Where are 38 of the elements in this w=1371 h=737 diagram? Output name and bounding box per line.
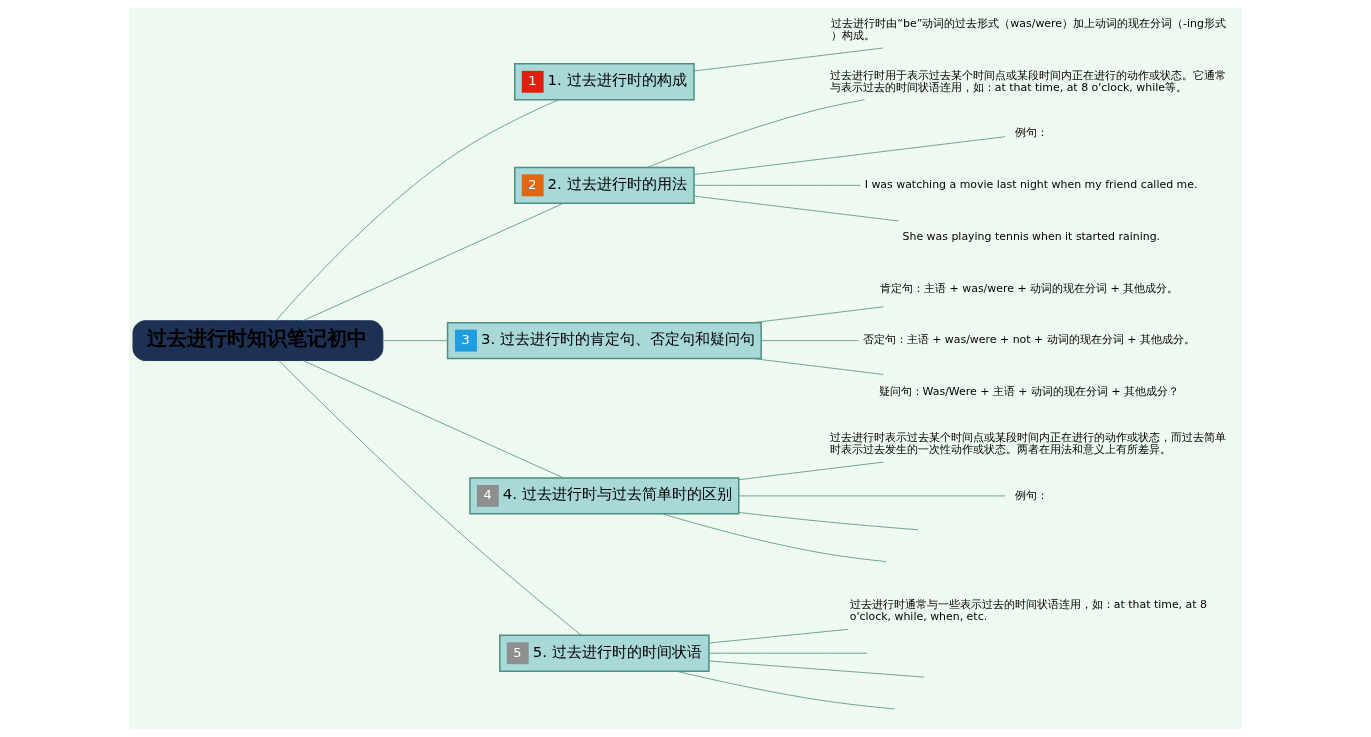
connector — [278, 360, 582, 636]
connector — [647, 99, 865, 168]
connector — [752, 358, 884, 375]
connector — [693, 184, 862, 186]
node-text: She was playing tennis when it started raining. — [902, 229, 1161, 243]
connector — [275, 99, 560, 322]
connector — [382, 340, 448, 342]
node-text: 疑问句：Was/Were + 主语 + 动词的现在分词 + 其他成分？ — [878, 385, 1180, 399]
node-text: 否定句：主语 + was/were + not + 动词的现在分词 + 其他成分。 — [862, 333, 1195, 347]
node-box: 3 3. 过去进行时的肯定句、否定句和疑问句 — [446, 321, 762, 360]
node-text: 过去进行时表示过去某个时间点或某段时间内正在进行的动作或状态，而过去简单时表示过去发生的一次性动作或状态。两者在用法和意义上有所差异。 — [829, 430, 1226, 456]
node-box: 1 1. 过去进行时的构成 — [514, 63, 695, 101]
node-box: 5 5. 过去进行时的时间状语 — [499, 634, 710, 672]
connector — [708, 652, 868, 654]
connector — [693, 47, 884, 72]
node-text: I was watching a movie last night when my friend called me. — [864, 178, 1198, 192]
connector — [708, 660, 925, 678]
connector — [302, 360, 564, 479]
connector — [693, 136, 1006, 175]
connector — [662, 513, 887, 563]
connector — [693, 195, 899, 222]
connector — [738, 461, 884, 481]
node-box: 过去进行时知识笔记初中 — [132, 320, 384, 362]
connector — [675, 670, 896, 710]
connector — [708, 628, 849, 644]
node-text: 过去进行时由“be”动词的过去形式（was/were）加上动词的现在分词（-ing形式）构成。 — [831, 16, 1226, 42]
connector — [760, 340, 859, 342]
node-text: 例句： — [1015, 126, 1049, 140]
connector — [738, 495, 1006, 497]
node-box: 2 2. 过去进行时的用法 — [514, 166, 695, 204]
connector — [752, 306, 884, 324]
node-text: 过去进行时通常与一些表示过去的时间状语连用，如：at that time, at 8 o'clock, while, when, etc. — [849, 598, 1208, 624]
node-text: 肯定句：主语 + was/were + 动词的现在分词 + 其他成分。 — [880, 281, 1179, 295]
connector — [738, 512, 919, 531]
node-text: 过去进行时用于表示过去某个时间点或某段时间内正在进行的动作或状态。它通常与表示过去的时间状语连用，如：at that time, at 8 o'clock, while等。 — [829, 68, 1226, 94]
connector — [302, 202, 564, 322]
node-box: 4 4. 过去进行时与过去简单时的区别 — [469, 477, 740, 515]
node-text: 例句： — [1015, 488, 1049, 502]
